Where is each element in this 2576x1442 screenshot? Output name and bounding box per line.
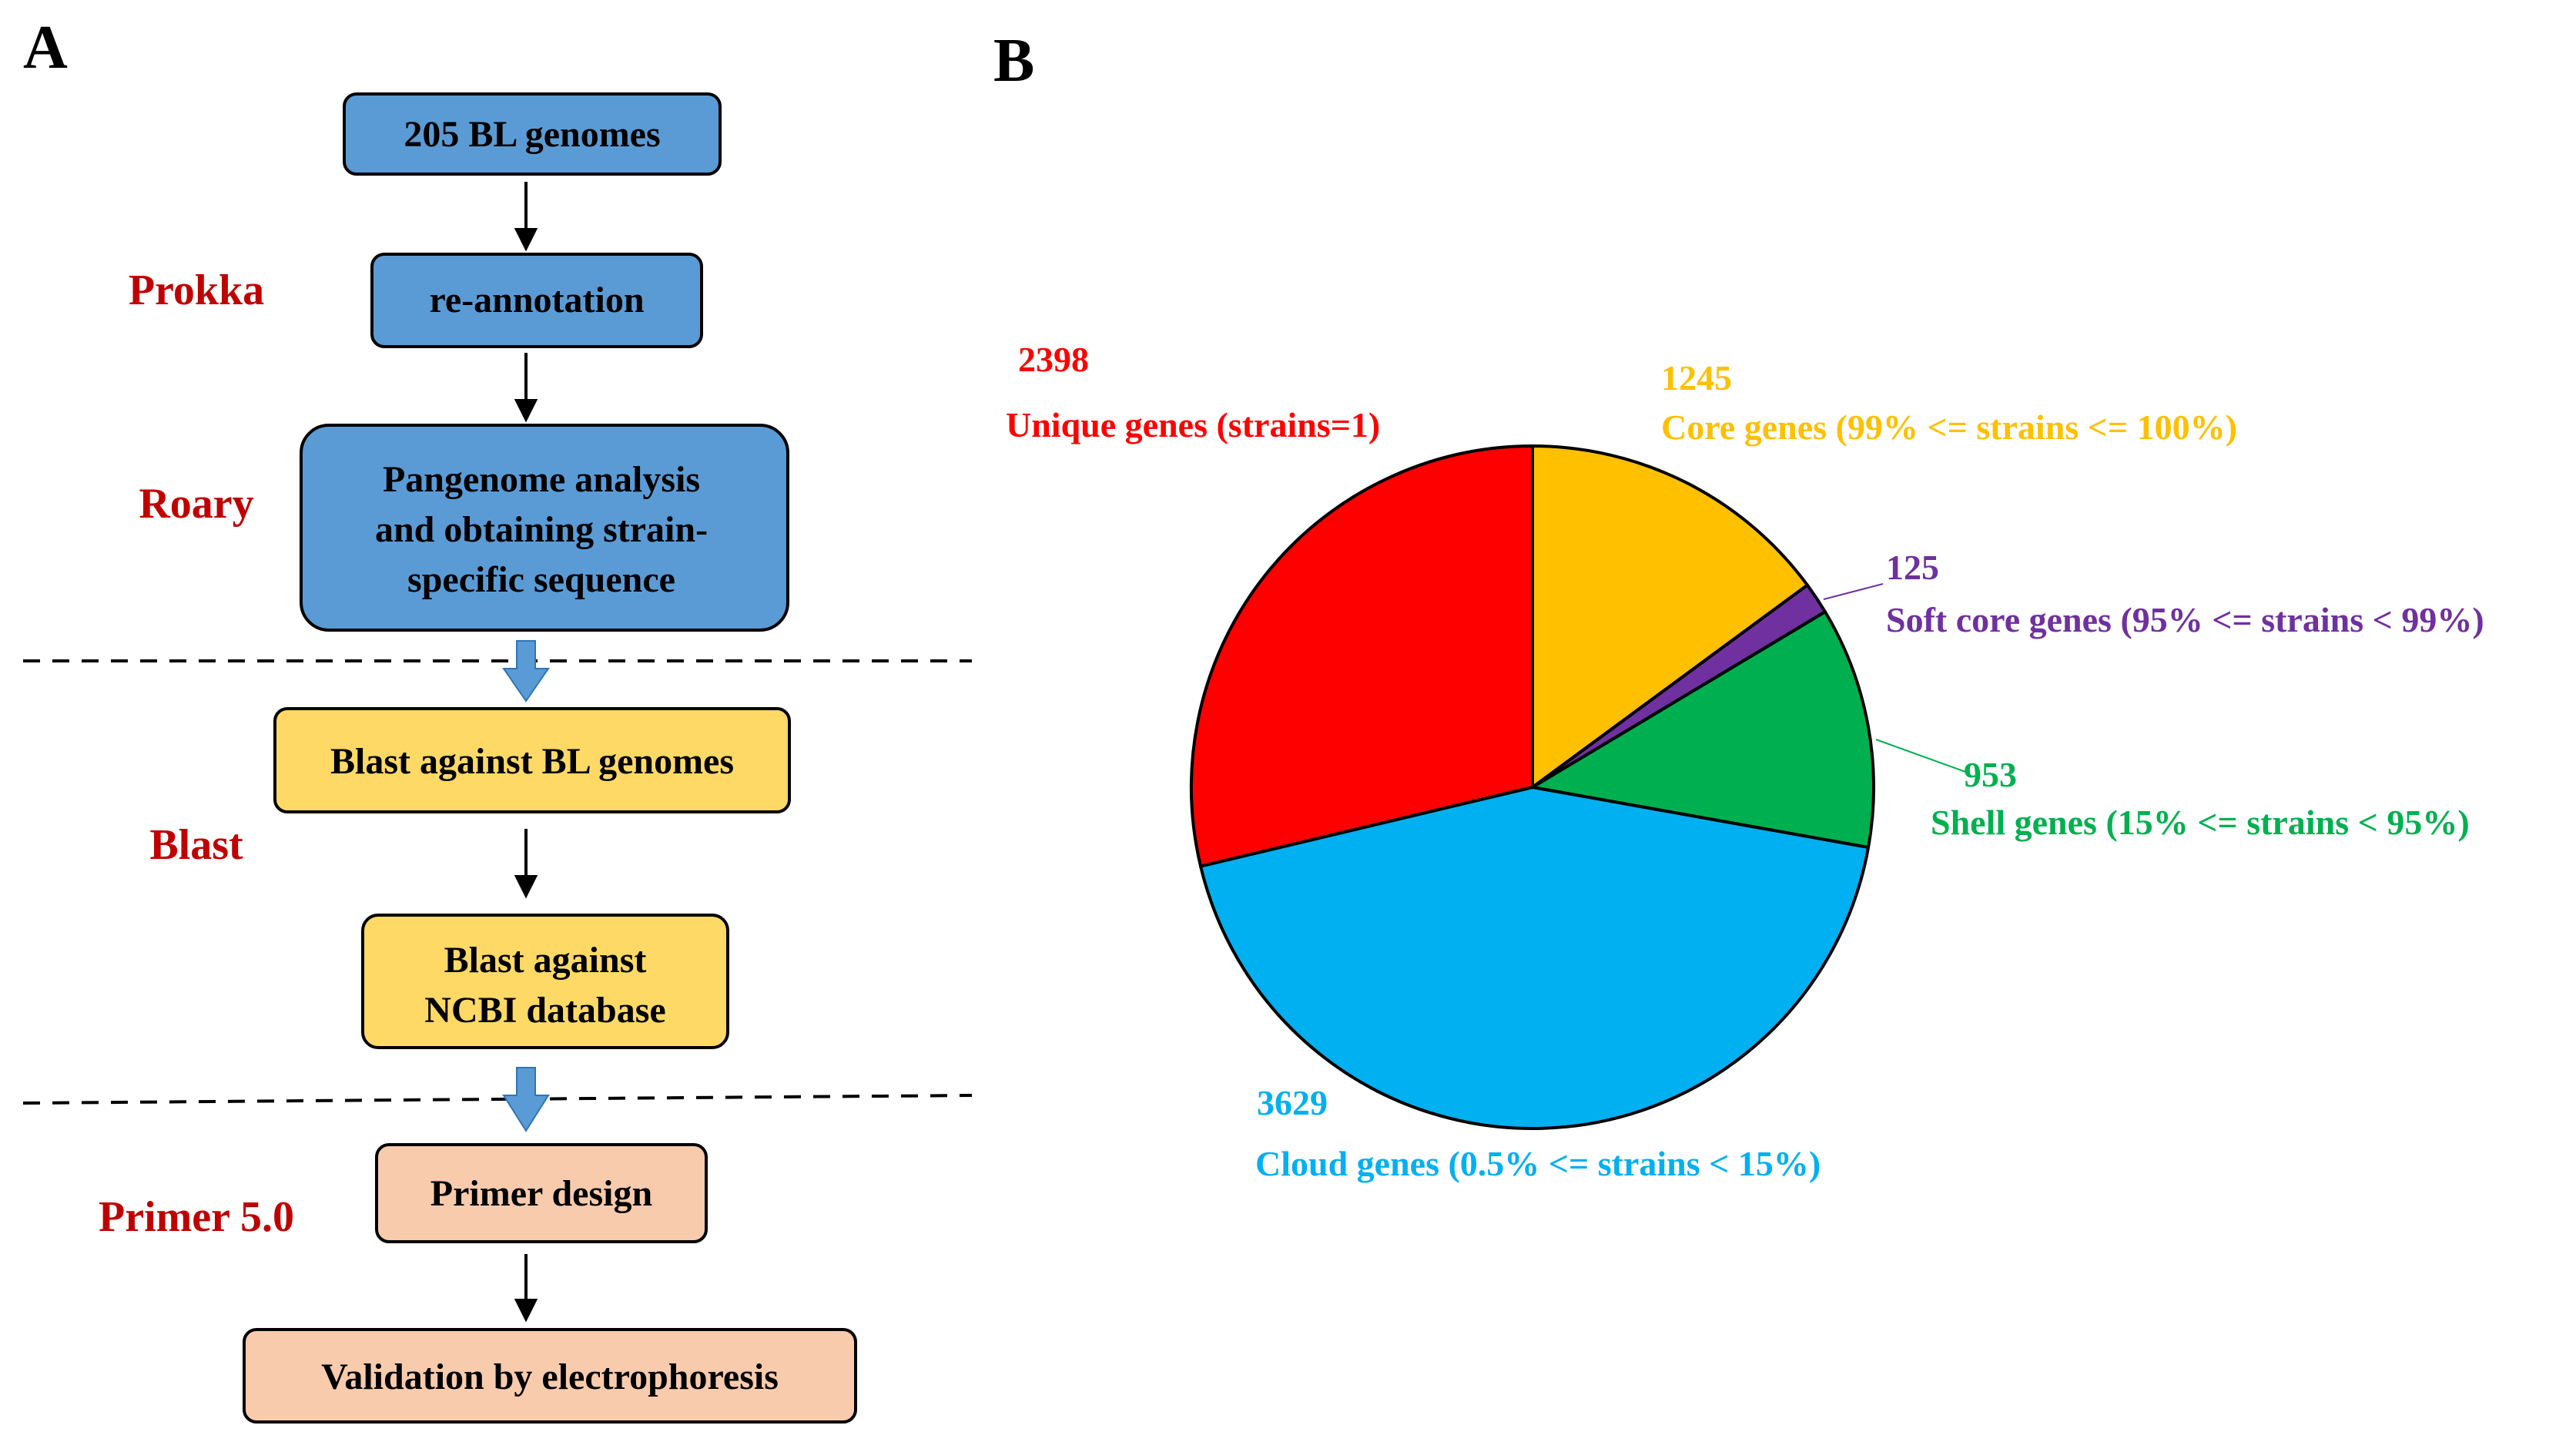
step-box-7: Validation by electrophoresis <box>243 1328 857 1424</box>
pie-label-core-name: Core genes (99% <= strains <= 100%) <box>1661 407 2237 447</box>
block-arrow-2 <box>502 1067 550 1132</box>
pie-slice-unique <box>1190 444 1534 868</box>
leader-line-shell <box>1875 739 1968 773</box>
step-box-6-shape <box>375 1143 708 1243</box>
flowchart: Prokka Roary Blast Primer 5.0 205 BL gen… <box>22 92 973 1424</box>
pie-label-shell: 953 Shell genes (15% <= strains < 95%) <box>1931 755 2470 842</box>
step-box-5-text-2: NCBI database <box>424 990 665 1031</box>
step-box-3-text-1: Pangenome analysis <box>383 459 700 500</box>
pie-label-unique-name: Unique genes (strains=1) <box>1006 405 1380 444</box>
pie-slice-cloud <box>1199 786 1871 1130</box>
step-box-6-text: Primer design <box>430 1173 652 1214</box>
pie-label-soft-core-name: Soft core genes (95% <= strains < 99%) <box>1886 600 2484 639</box>
panel-label-a: A <box>23 14 68 82</box>
pie-slice-core <box>1531 444 1809 789</box>
pie-slice-shell <box>1531 610 1875 850</box>
step-box-2-shape <box>370 253 703 348</box>
flow-arrow-4-head <box>514 1299 538 1323</box>
pie-label-shell-name: Shell genes (15% <= strains < 95%) <box>1931 803 2470 842</box>
step-box-1-shape <box>343 92 722 176</box>
tool-label-blast: Blast <box>149 821 243 869</box>
step-box-3-shape <box>300 424 789 632</box>
pie-label-cloud: 3629 Cloud genes (0.5% <= strains < 15%) <box>1255 1083 1821 1183</box>
step-box-4: Blast against BL genomes <box>273 707 791 813</box>
pie-label-soft-core: 125 Soft core genes (95% <= strains < 99… <box>1886 548 2484 639</box>
panel-label-b: B <box>993 27 1034 95</box>
tool-label-roary: Roary <box>139 480 253 528</box>
pie-label-soft-core-value: 125 <box>1886 548 1939 587</box>
step-box-1: 205 BL genomes <box>343 92 722 176</box>
step-box-3: Pangenome analysis and obtaining strain-… <box>300 424 789 632</box>
step-box-4-text: Blast against BL genomes <box>330 741 734 782</box>
step-box-4-shape <box>273 707 791 813</box>
pie-label-cloud-name: Cloud genes (0.5% <= strains < 15%) <box>1255 1144 1821 1183</box>
step-box-5-text-1: Blast against <box>444 940 647 981</box>
flow-arrow-2-head <box>514 399 538 423</box>
step-box-6: Primer design <box>375 1143 708 1243</box>
step-box-3-text-2: and obtaining strain- <box>375 509 708 550</box>
flow-arrow-3-head <box>514 875 538 899</box>
step-box-3-text-3: specific sequence <box>407 559 675 600</box>
flow-arrow-1-head <box>514 228 538 252</box>
step-box-7-shape <box>243 1328 857 1424</box>
tool-label-prokka: Prokka <box>129 267 264 314</box>
step-box-2: re-annotation <box>370 253 703 348</box>
pie-chart <box>1190 444 1875 1130</box>
step-box-1-text: 205 BL genomes <box>404 114 660 155</box>
pie-label-shell-value: 953 <box>1964 755 2017 794</box>
pie-label-cloud-value: 3629 <box>1257 1083 1328 1122</box>
pie-label-unique-value: 2398 <box>1018 340 1089 379</box>
step-box-5-shape <box>361 914 729 1049</box>
step-box-7-text: Validation by electrophoresis <box>321 1356 779 1397</box>
step-box-5: Blast against NCBI database <box>361 914 729 1049</box>
tool-label-primer: Primer 5.0 <box>99 1193 294 1241</box>
pie-label-unique: 2398 Unique genes (strains=1) <box>1006 340 1380 444</box>
leader-line-soft-core <box>1823 583 1884 600</box>
block-arrow-1 <box>502 640 550 703</box>
step-box-2-text: re-annotation <box>429 280 644 320</box>
pie-label-core: 1245 Core genes (99% <= strains <= 100%) <box>1661 358 2237 447</box>
separator-line-2 <box>22 1094 973 1105</box>
pie-label-core-value: 1245 <box>1661 358 1732 397</box>
